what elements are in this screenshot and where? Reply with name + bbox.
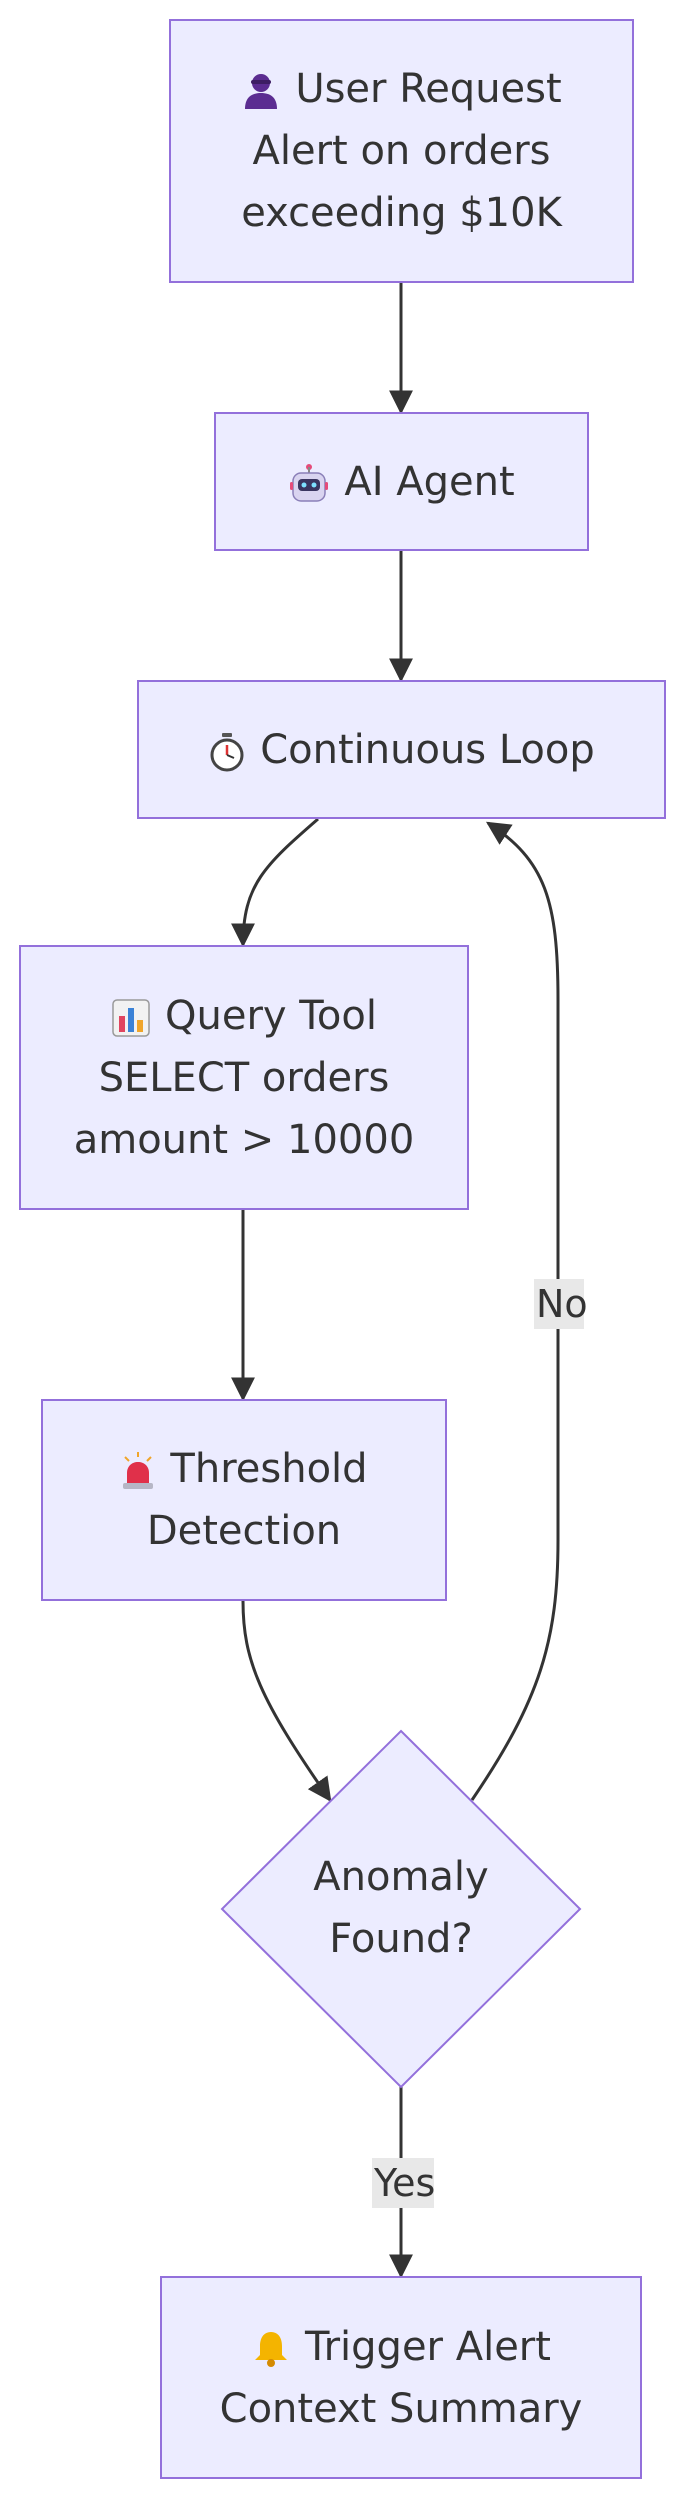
bell-icon [255,2331,288,2367]
query-tool-title: Query Tool [165,992,377,1039]
continuous-loop-node: Continuous Loop [137,680,666,819]
edge-label-yes: Yes [372,2158,435,2208]
trigger-alert-title: Trigger Alert [305,2323,551,2370]
user-request-line-2: Alert on orders [252,128,551,174]
trigger-alert-line-2: Context Summary [219,2385,583,2432]
user-request-line-3: exceeding $10K [241,190,562,236]
trigger-alert-node: Trigger Alert Context Summary [160,2276,642,2479]
continuous-loop-title: Continuous Loop [260,726,595,773]
threshold-detection-node: Threshold Detection [41,1399,447,1601]
query-tool-node: Query Tool SELECT orders amount > 10000 [19,945,469,1210]
threshold-title: Threshold [170,1446,368,1492]
anomaly-decision-diamond [220,1729,582,2089]
siren-icon [123,1452,154,1489]
user-icon [245,74,278,109]
edge-anomaly-no-to-loop [470,821,560,1801]
edge-threshold-to-anomaly [241,1600,332,1802]
user-request-node: User Request Alert on orders exceeding $… [169,19,634,283]
query-tool-line-2: SELECT orders [98,1054,390,1101]
robot-icon [290,463,329,502]
ai-agent-title: AI Agent [344,458,515,505]
user-request-title: User Request [295,66,562,112]
ai-agent-node: AI Agent [214,412,589,551]
anomaly-found-label: Anomaly Found? [221,1846,581,1970]
edge-loop-to-query [231,817,319,948]
stopwatch-icon [210,732,244,771]
query-tool-line-3: amount > 10000 [73,1116,415,1163]
threshold-line-2: Detection [146,1508,342,1554]
edge-label-no: No [534,1279,588,1329]
anomaly-line-2: Found? [329,1916,473,1962]
bar-chart-icon [112,998,150,1037]
anomaly-line-1: Anomaly [313,1854,489,1900]
